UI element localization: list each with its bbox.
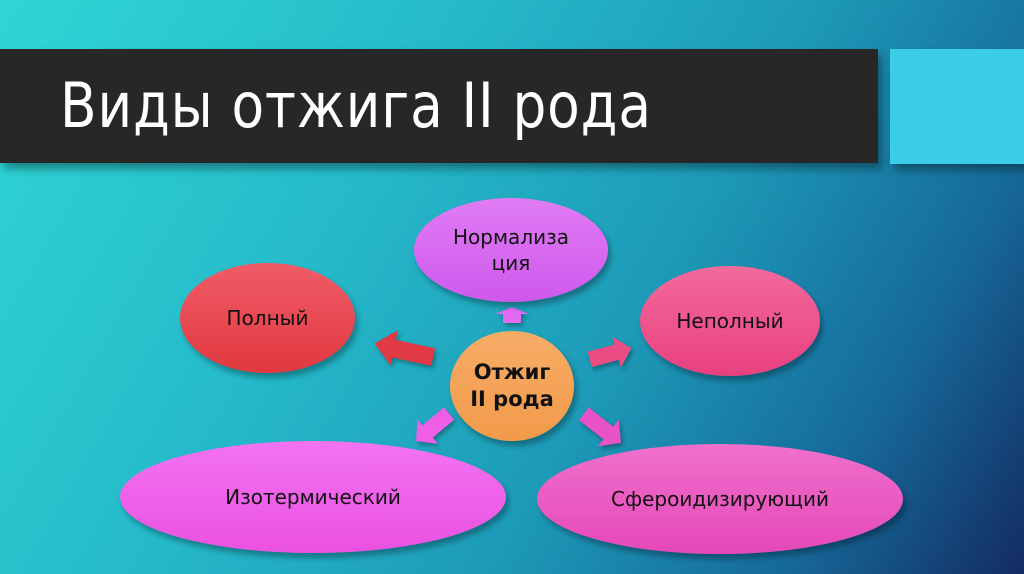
node-full: Полный [180, 263, 355, 373]
title-bar: Виды отжига II рода [0, 49, 878, 163]
arrow-left-icon [370, 326, 440, 374]
node-full-label: Полный [226, 306, 309, 330]
node-partial: Неполный [640, 266, 820, 376]
arrow-right-icon [585, 332, 635, 376]
node-center: Отжиг II рода [450, 331, 574, 441]
arrow-up-icon [494, 306, 530, 324]
arrow-down-left-icon [408, 405, 458, 449]
node-partial-label: Неполный [676, 309, 784, 333]
node-center-label-line2: II рода [470, 387, 554, 411]
node-isothermal-label: Изотермический [225, 485, 401, 509]
node-spheroidizing: Сфероидизирующий [537, 444, 903, 554]
node-center-label-line1: Отжиг [473, 359, 551, 384]
slide-title: Виды отжига II рода [60, 69, 652, 142]
arrow-down-right-icon [575, 405, 629, 451]
node-spheroidizing-label: Сфероидизирующий [611, 487, 829, 511]
accent-box [890, 49, 1024, 164]
node-normalization: Нормализа ция [414, 198, 608, 302]
node-normalization-label-line2: ция [491, 251, 531, 275]
node-normalization-label-line1: Нормализа [453, 225, 569, 249]
node-isothermal: Изотермический [120, 441, 506, 553]
